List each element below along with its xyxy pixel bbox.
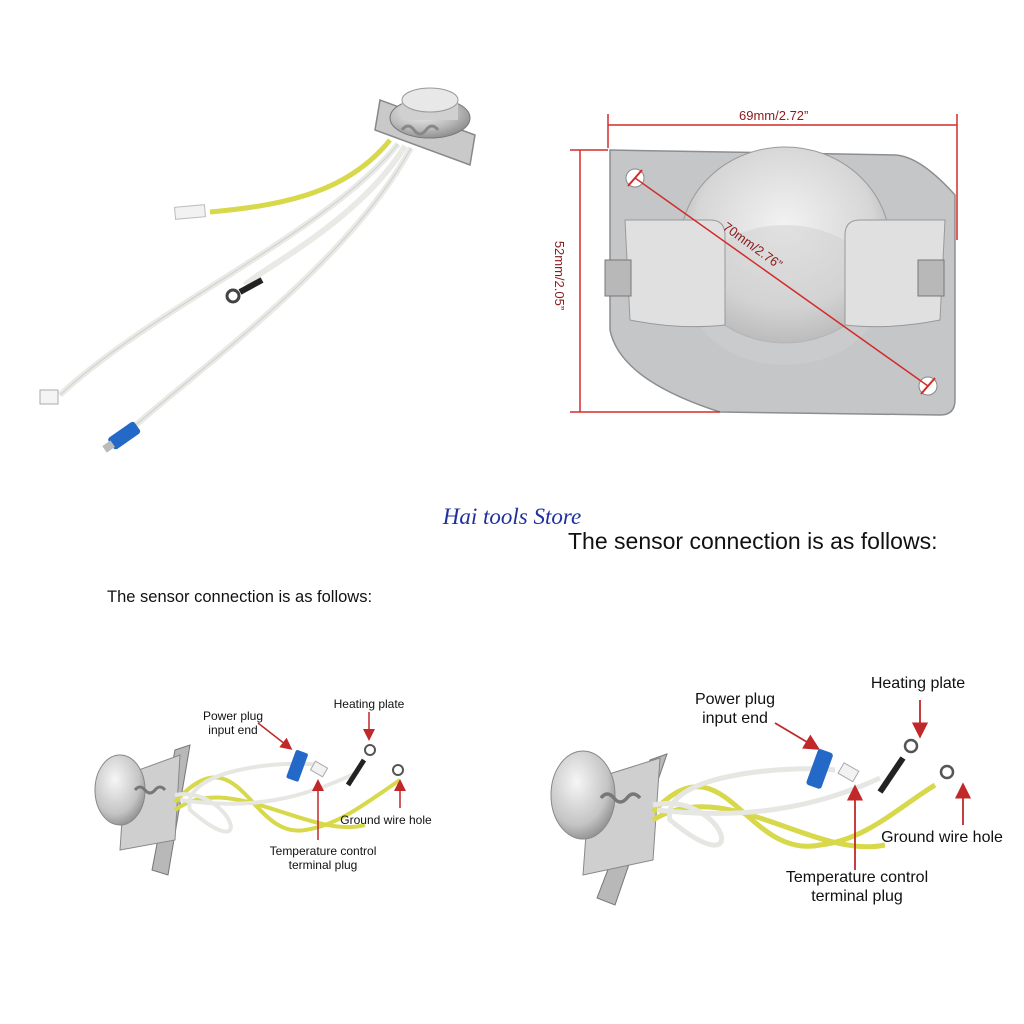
dimension-height-label: 52mm/2.05” bbox=[552, 240, 568, 311]
label-temp-control-small-line2: terminal plug bbox=[288, 858, 358, 872]
sensor-plate-photo bbox=[570, 114, 958, 416]
label-temp-control-small: Temperature control terminal plug bbox=[258, 844, 388, 872]
label-ground-wire-large: Ground wire hole bbox=[881, 829, 1003, 846]
label-power-plug-large: Power plug input end bbox=[680, 690, 790, 728]
label-heating-plate-small: Heating plate bbox=[333, 697, 405, 711]
heading-sensor-connection-small: The sensor connection is as follows: bbox=[107, 588, 373, 606]
label-power-plug-small-line2: input end bbox=[208, 723, 258, 737]
dimension-width-label: 69mm/2.72” bbox=[739, 108, 809, 123]
label-ground-wire-small: Ground wire hole bbox=[340, 813, 432, 827]
label-temp-control-large-line2: terminal plug bbox=[811, 888, 903, 905]
label-power-plug-small-line1: Power plug bbox=[202, 709, 264, 723]
label-temp-control-large-line1: Temperature control bbox=[785, 869, 929, 886]
product-photo-wires bbox=[39, 87, 476, 453]
wiring-diagram-small bbox=[94, 712, 406, 876]
label-temp-control-large: Temperature control terminal plug bbox=[770, 868, 944, 906]
label-temp-control-small-line1: Temperature control bbox=[269, 844, 377, 858]
label-power-plug-small: Power plug input end bbox=[190, 709, 276, 737]
heading-sensor-connection-large: The sensor connection is as follows: bbox=[568, 528, 938, 554]
label-power-plug-large-line2: input end bbox=[702, 710, 768, 727]
label-power-plug-large-line1: Power plug bbox=[694, 691, 776, 708]
label-heating-plate-large: Heating plate bbox=[870, 675, 966, 692]
store-name: Hai tools Store bbox=[442, 504, 582, 529]
wiring-diagram-large bbox=[550, 700, 972, 906]
